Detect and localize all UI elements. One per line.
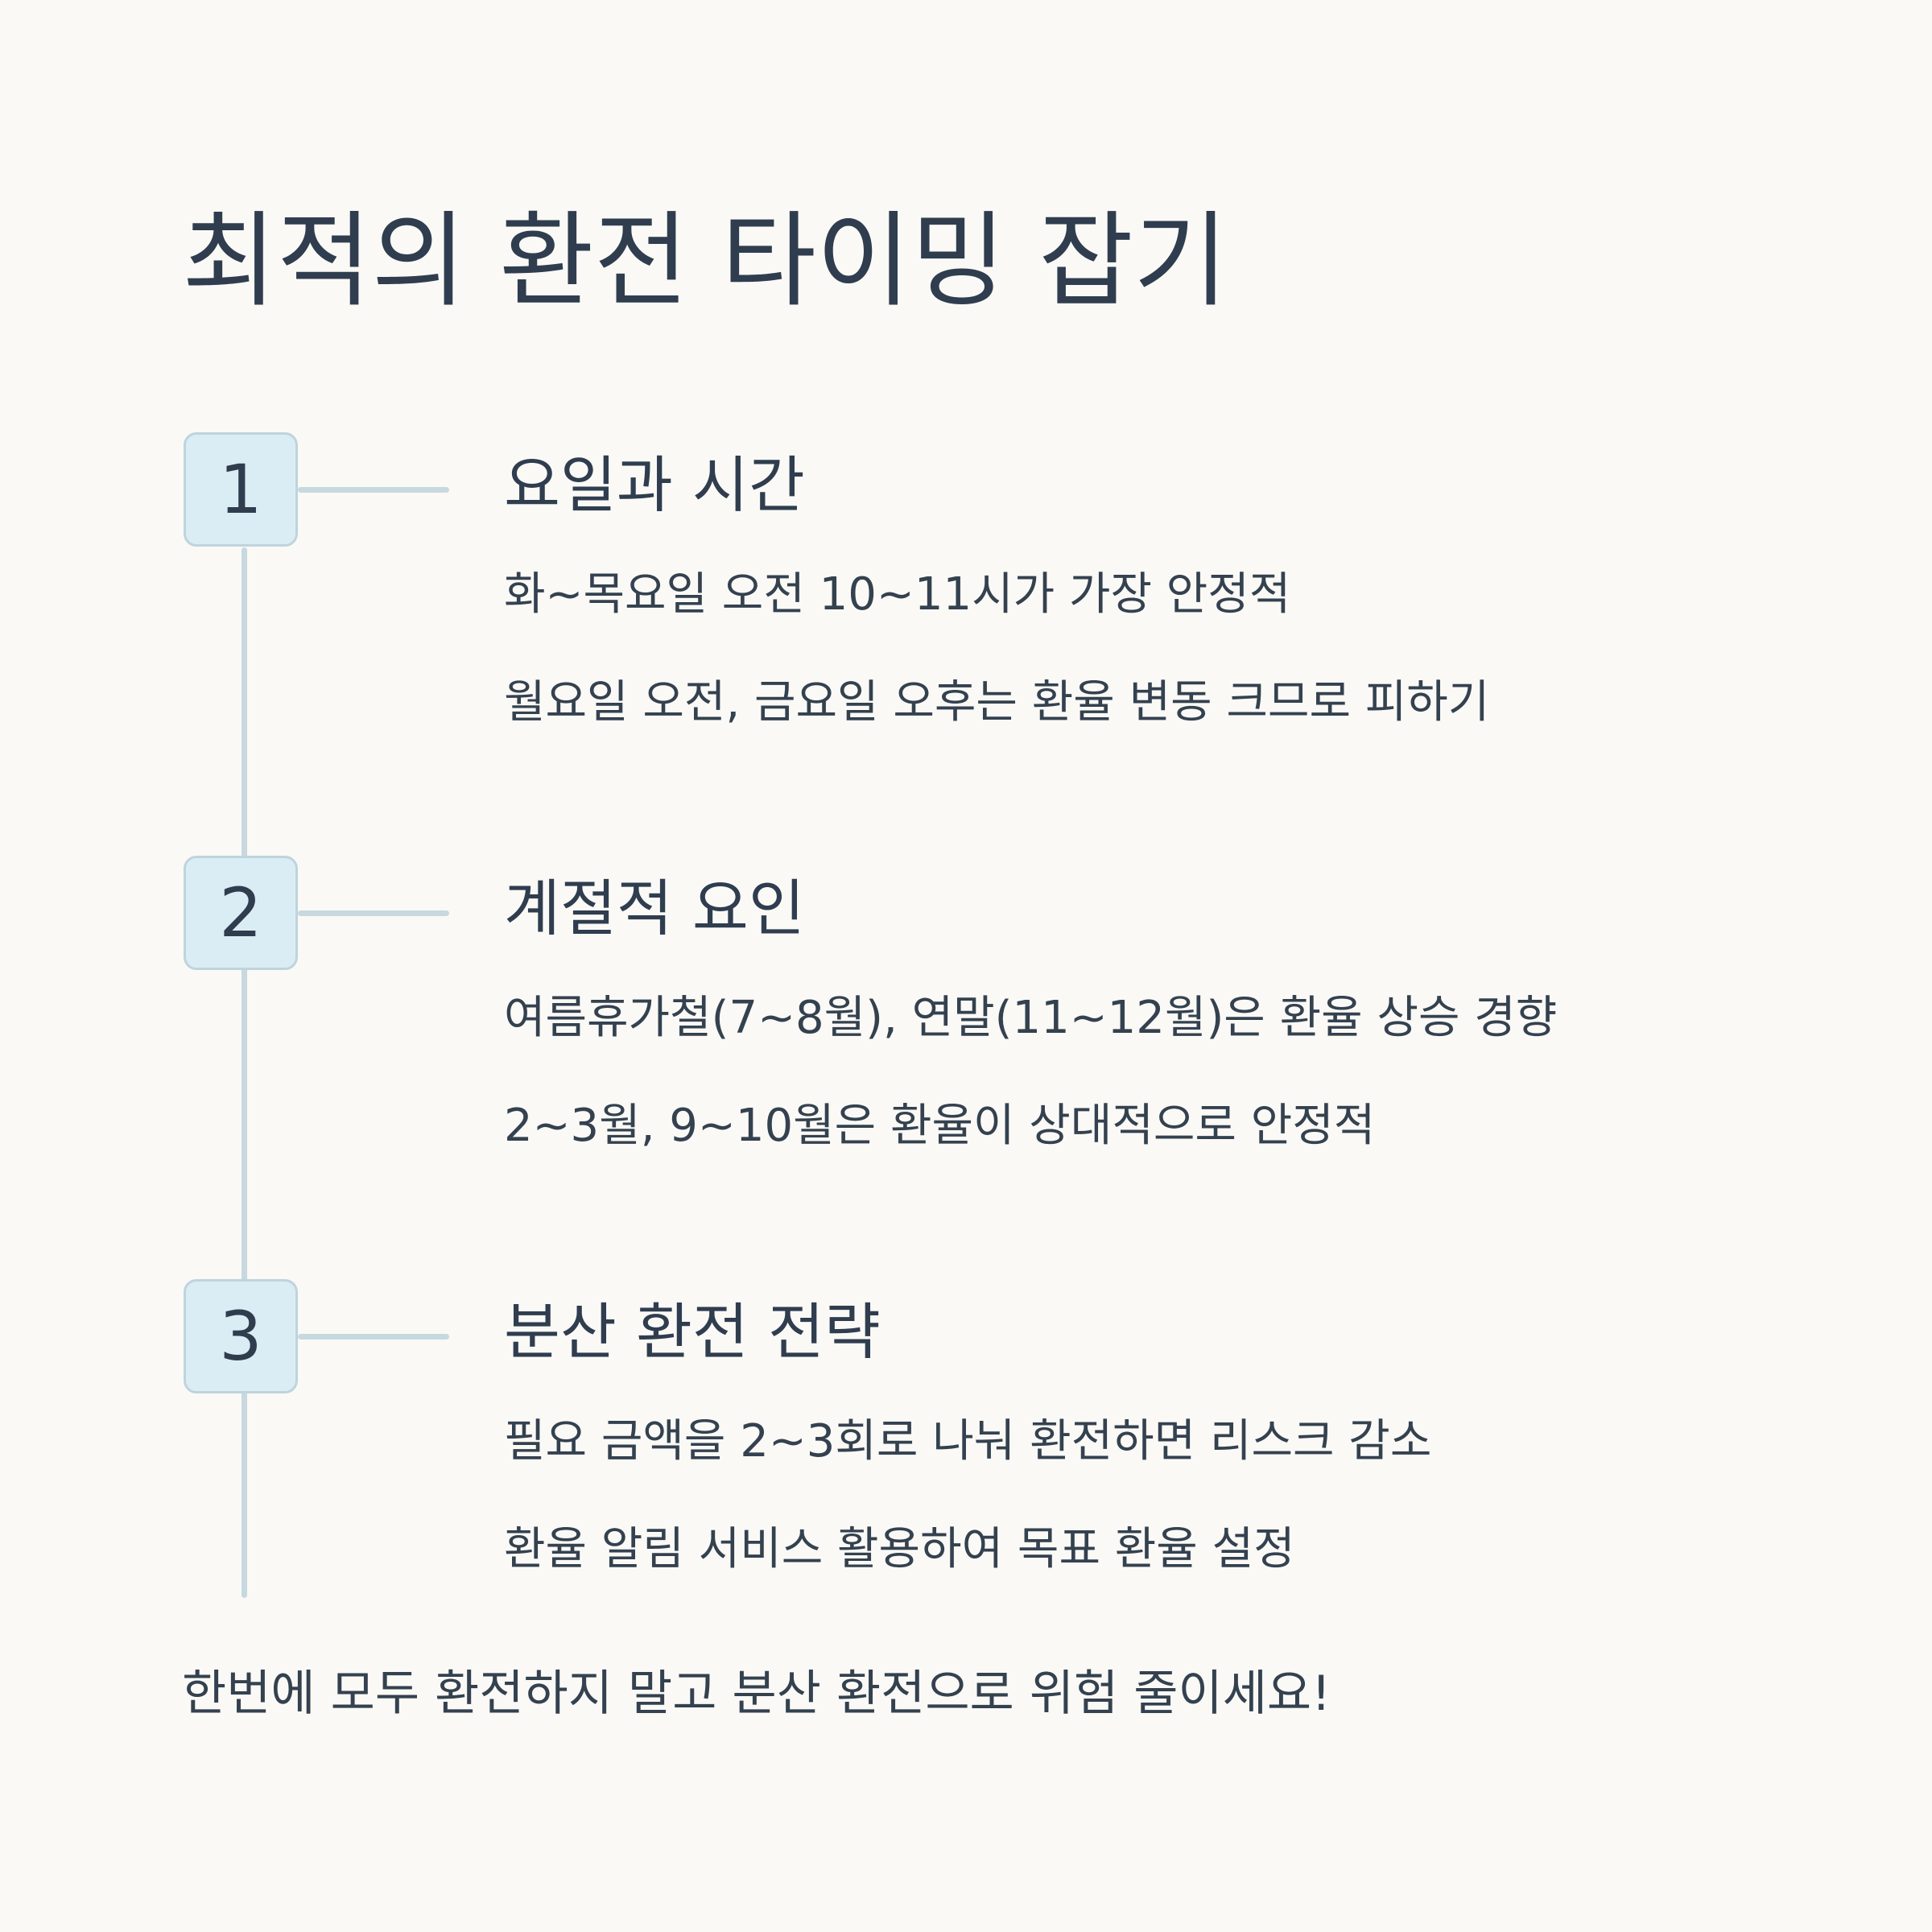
step-connector <box>298 1334 449 1340</box>
footer-note: 한번에 모두 환전하지 말고 분산 환전으로 위험 줄이세요! <box>182 1666 1331 1722</box>
step-detail: 월요일 오전, 금요일 오후는 환율 변동 크므로 피하기 <box>504 676 1490 729</box>
step-detail: 화~목요일 오전 10~11시가 가장 안정적 <box>504 568 1291 621</box>
step-number-badge: 2 <box>184 856 298 970</box>
step-heading: 계절적 요인 <box>504 873 805 944</box>
step-connector <box>298 487 449 493</box>
page-title: 최적의 환전 타이밍 잡기 <box>182 201 1228 321</box>
step-number-badge: 3 <box>184 1279 298 1393</box>
step-heading: 요일과 시간 <box>504 449 805 521</box>
step-detail: 여름휴가철(7~8월), 연말(11~12월)은 환율 상승 경향 <box>504 992 1558 1044</box>
step-heading: 분산 환전 전략 <box>504 1296 881 1368</box>
step-detail: 환율 알림 서비스 활용하여 목표 환율 설정 <box>504 1523 1295 1575</box>
timeline-line <box>242 547 247 1598</box>
step-detail: 필요 금액을 2~3회로 나눠 환전하면 리스크 감소 <box>504 1415 1432 1468</box>
step-connector <box>298 910 449 916</box>
step-detail: 2~3월, 9~10월은 환율이 상대적으로 안정적 <box>504 1100 1376 1152</box>
step-number-badge: 1 <box>184 432 298 547</box>
